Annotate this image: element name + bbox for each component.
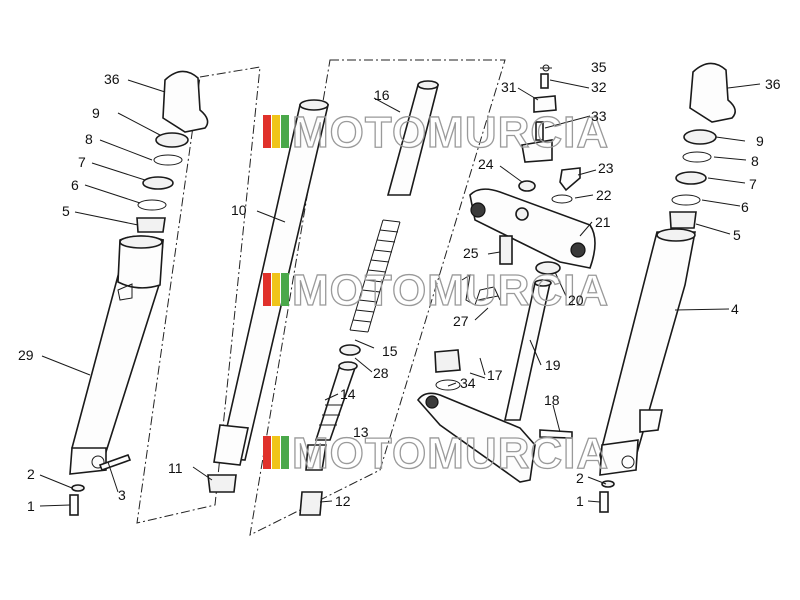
label-25: 25 [463, 245, 479, 261]
label-12: 12 [335, 493, 351, 509]
left-group-outline [136, 66, 261, 524]
label-5-left: 5 [62, 203, 70, 219]
label-6-left: 6 [71, 177, 79, 193]
label-28: 28 [373, 365, 389, 381]
small-top-parts [499, 64, 581, 275]
label-15: 15 [382, 343, 398, 359]
label-20: 20 [568, 292, 584, 308]
label-29: 29 [18, 347, 34, 363]
label-36-left: 36 [104, 71, 120, 87]
lower-triple-clamp [416, 392, 573, 483]
label-21: 21 [595, 214, 611, 230]
left-cap-36 [162, 70, 209, 133]
label-8-right: 8 [751, 153, 759, 169]
right-cap-36 [689, 62, 736, 123]
label-6-right: 6 [741, 199, 749, 215]
label-8-left: 8 [85, 131, 93, 147]
damper-rod-14 [299, 344, 361, 516]
label-24: 24 [478, 156, 494, 172]
label-1-right: 1 [576, 493, 584, 509]
watermark-text: MOTOMURCIA [292, 108, 609, 157]
label-10: 10 [231, 202, 247, 218]
label-9-right: 9 [756, 133, 764, 149]
watermark-text: MOTOMURCIA [292, 266, 609, 315]
cap-17-and-seal-34 [434, 349, 461, 391]
label-22: 22 [596, 187, 612, 203]
label-35: 35 [591, 59, 607, 75]
label-31: 31 [501, 79, 517, 95]
right-small-parts [599, 129, 717, 513]
label-1-left: 1 [27, 498, 35, 514]
label-2-left: 2 [27, 466, 35, 482]
label-7-right: 7 [749, 176, 757, 192]
label-9-left: 9 [92, 105, 100, 121]
tube-16 [386, 80, 440, 196]
bush-11 [207, 474, 237, 493]
upper-triple-clamp-21 [469, 188, 596, 269]
steering-stem-19 [504, 279, 552, 421]
part-labels: 36 9 8 7 6 5 29 2 1 3 10 11 16 15 28 14 … [18, 59, 781, 514]
clip-27 [461, 273, 501, 306]
label-18: 18 [544, 392, 560, 408]
watermark-middle: MOTOMURCIA [263, 265, 609, 316]
right-fork-leg-4 [599, 228, 696, 476]
watermark-text: MOTOMURCIA [292, 429, 609, 478]
label-2-right: 2 [576, 470, 584, 486]
label-23: 23 [598, 160, 614, 176]
watermark-bottom: MOTOMURCIA [263, 428, 609, 479]
label-36-right: 36 [765, 76, 781, 92]
spring [349, 219, 401, 333]
label-19: 19 [545, 357, 561, 373]
label-13: 13 [353, 424, 369, 440]
left-small-parts [69, 132, 189, 516]
label-27: 27 [453, 313, 469, 329]
center-group-outline [249, 59, 506, 536]
label-4: 4 [731, 301, 739, 317]
label-11: 11 [168, 460, 183, 476]
label-16: 16 [374, 87, 390, 103]
label-5-right: 5 [733, 227, 741, 243]
label-14: 14 [340, 386, 356, 402]
label-33: 33 [591, 108, 607, 124]
label-32: 32 [591, 79, 607, 95]
left-fork-leg [69, 235, 164, 475]
watermark-top: MOTOMURCIA [263, 107, 609, 158]
label-17: 17 [487, 367, 503, 383]
leader-lines [39, 67, 761, 507]
label-7-left: 7 [78, 154, 86, 170]
label-34: 34 [460, 375, 476, 391]
label-3: 3 [118, 487, 126, 503]
